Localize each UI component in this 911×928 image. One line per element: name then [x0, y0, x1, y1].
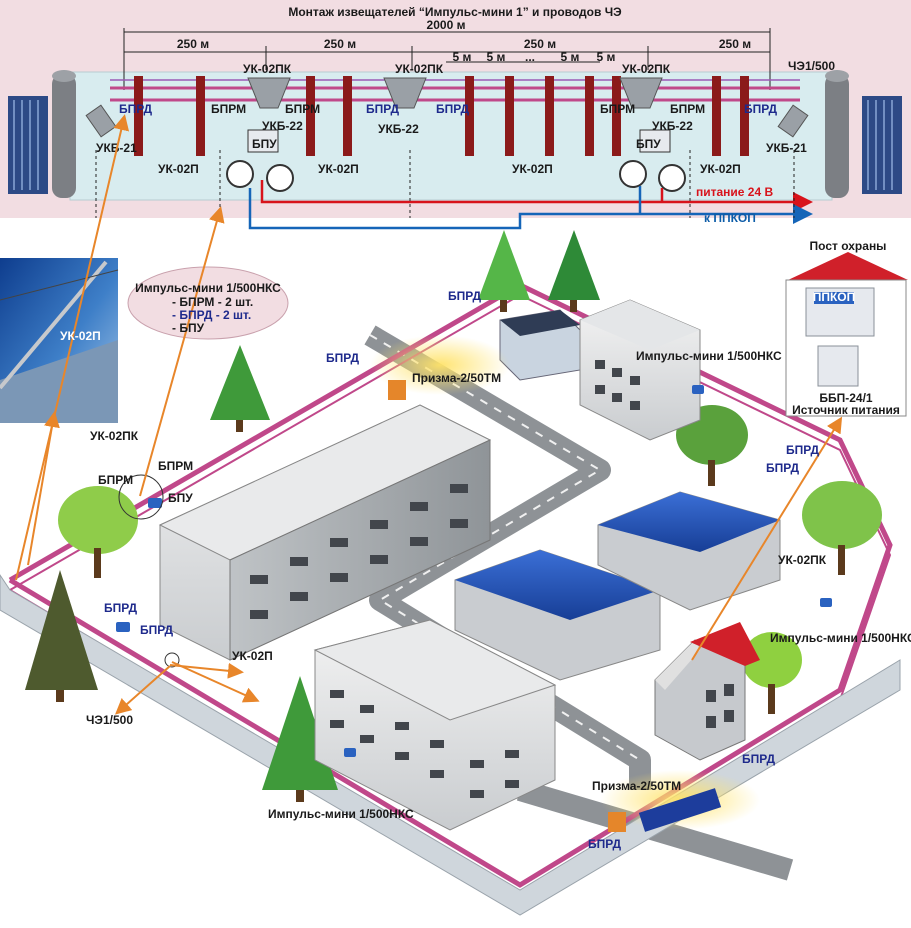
span-label-2: 250 м: [324, 37, 356, 51]
map-impulse-bottom: Импульс-мини 1/500НКС: [268, 807, 414, 821]
bprd-label-3: БПРД: [436, 102, 469, 116]
ukb21-label-right: УКБ-21: [766, 141, 807, 155]
guard-house: [654, 622, 760, 761]
bpu-highlight-circle: [118, 474, 164, 520]
post-span-2: 5 м: [487, 50, 506, 64]
bprm-label-4: БПРМ: [670, 102, 705, 116]
ppkop-label: ППКОП: [813, 290, 856, 304]
power-supply-device: [817, 345, 859, 387]
building-bottom: [313, 619, 557, 831]
kit-item-1: - БПРМ - 2 шт.: [172, 295, 253, 309]
uk02p-label-3: УК-02П: [512, 162, 553, 176]
bpu-label-2: БПУ: [636, 137, 661, 151]
map-bprd-top: БПРД: [448, 289, 481, 303]
map-uk02p: УК-02П: [232, 649, 273, 663]
map-uk02pk-right: УК-02ПК: [778, 553, 827, 567]
post-span-1: 5 м: [453, 50, 472, 64]
dimension-lines: [123, 28, 771, 90]
kit-callout: [127, 266, 289, 340]
uk02p-label-2: УК-02П: [318, 162, 359, 176]
map-bprd-right-1: БПРД: [786, 443, 819, 457]
map-impulse-right-mid: Импульс-мини 1/500НКС: [770, 631, 911, 645]
total-span-label: 2000 м: [427, 18, 466, 32]
map-che: ЧЭ1/500: [86, 713, 133, 727]
map-bprm-a: БПРМ: [98, 473, 133, 487]
bpu-units: [226, 129, 686, 192]
map-bprm-b: БПРМ: [158, 459, 193, 473]
sensors: [116, 385, 832, 757]
span-label-4: 250 м: [719, 37, 751, 51]
bprm-label-3: БПРМ: [600, 102, 635, 116]
ukb22-label-2: УКБ-22: [378, 122, 419, 136]
uk02pk-label-right: УК-02ПК: [622, 62, 671, 76]
che-label-top: ЧЭ1/500: [788, 59, 835, 73]
checkpoint-top: [499, 309, 581, 381]
bprd-label-4: БПРД: [744, 102, 777, 116]
warehouse-middle: [454, 549, 661, 681]
map-bprd-right-2: БПРД: [766, 461, 799, 475]
map-impulse-right-top: Импульс-мини 1/500НКС: [636, 349, 782, 363]
map-prism-bottom: Призма-2/50ТМ: [592, 779, 681, 793]
post-span-3: ...: [525, 50, 535, 64]
map-bprd-upper-left: БПРД: [326, 351, 359, 365]
bprd-label-1: БПРД: [119, 102, 152, 116]
detection-wires: [110, 79, 800, 102]
uk02pk-label-mid: УК-02ПК: [395, 62, 444, 76]
post-span-5: 5 м: [597, 50, 616, 64]
uk02p-label-4: УК-02П: [700, 162, 741, 176]
panel-title: Монтаж извещателей “Импульс-мини 1” и пр…: [288, 5, 622, 19]
bprd-label-2: БПРД: [366, 102, 399, 116]
map-bpu: БПУ: [168, 491, 193, 505]
bprm-label-1: БПРМ: [211, 102, 246, 116]
ukb22-label-3: УКБ-22: [652, 119, 693, 133]
map-prism-top: Призма-2/50ТМ: [412, 371, 501, 385]
post-span-4: 5 м: [561, 50, 580, 64]
span-label-3: 250 м: [524, 37, 556, 51]
right-gate: [825, 70, 902, 198]
building-top-right: [579, 299, 701, 441]
photo-label: УК-02П: [60, 329, 101, 343]
bprm-label-2: БПРМ: [285, 102, 320, 116]
map-bprd-bottom: БПРД: [588, 837, 621, 851]
power-label: питание 24 В: [696, 185, 773, 199]
map-bprd-left-2: БПРД: [140, 623, 173, 637]
callout-arrows: [15, 114, 843, 715]
building-main: [158, 404, 492, 661]
guard-post-panel: [785, 252, 908, 417]
fence-posts: [134, 76, 749, 156]
kit-title: Импульс-мини 1/500НКС: [135, 281, 281, 295]
left-gate: [8, 70, 76, 198]
span-label-1: 250 м: [177, 37, 209, 51]
junction-boxes: [85, 77, 809, 138]
warehouse-right: [597, 491, 781, 611]
che-highlight-circle: [164, 652, 180, 668]
uk02p-label-1: УК-02П: [158, 162, 199, 176]
uk02pk-label-left: УК-02ПК: [243, 62, 292, 76]
site-map: УК-02П Импульс-мини 1/500НКС - БПРМ - 2 …: [0, 114, 911, 916]
guard-post-title: Пост охраны: [810, 239, 887, 253]
kit-item-2: - БПРД - 2 шт.: [172, 308, 251, 322]
map-uk02pk-left: УК-02ПК: [90, 429, 139, 443]
power-signal-lines: [248, 180, 813, 230]
bpu-label-1: БПУ: [252, 137, 277, 151]
kit-item-3: - БПУ: [172, 321, 205, 335]
ukb22-label-1: УКБ-22: [262, 119, 303, 133]
power-source-label: Источник питания: [792, 403, 900, 417]
ppkop-line-label: к ППКОП: [704, 211, 756, 225]
installation-panel: Монтаж извещателей “Импульс-мини 1” и пр…: [0, 0, 911, 230]
prism-glows: [370, 335, 760, 832]
map-bprd-bottom-right: БПРД: [742, 752, 775, 766]
map-bprd-left-1: БПРД: [104, 601, 137, 615]
bbp-label: ББП-24/1: [819, 391, 873, 405]
